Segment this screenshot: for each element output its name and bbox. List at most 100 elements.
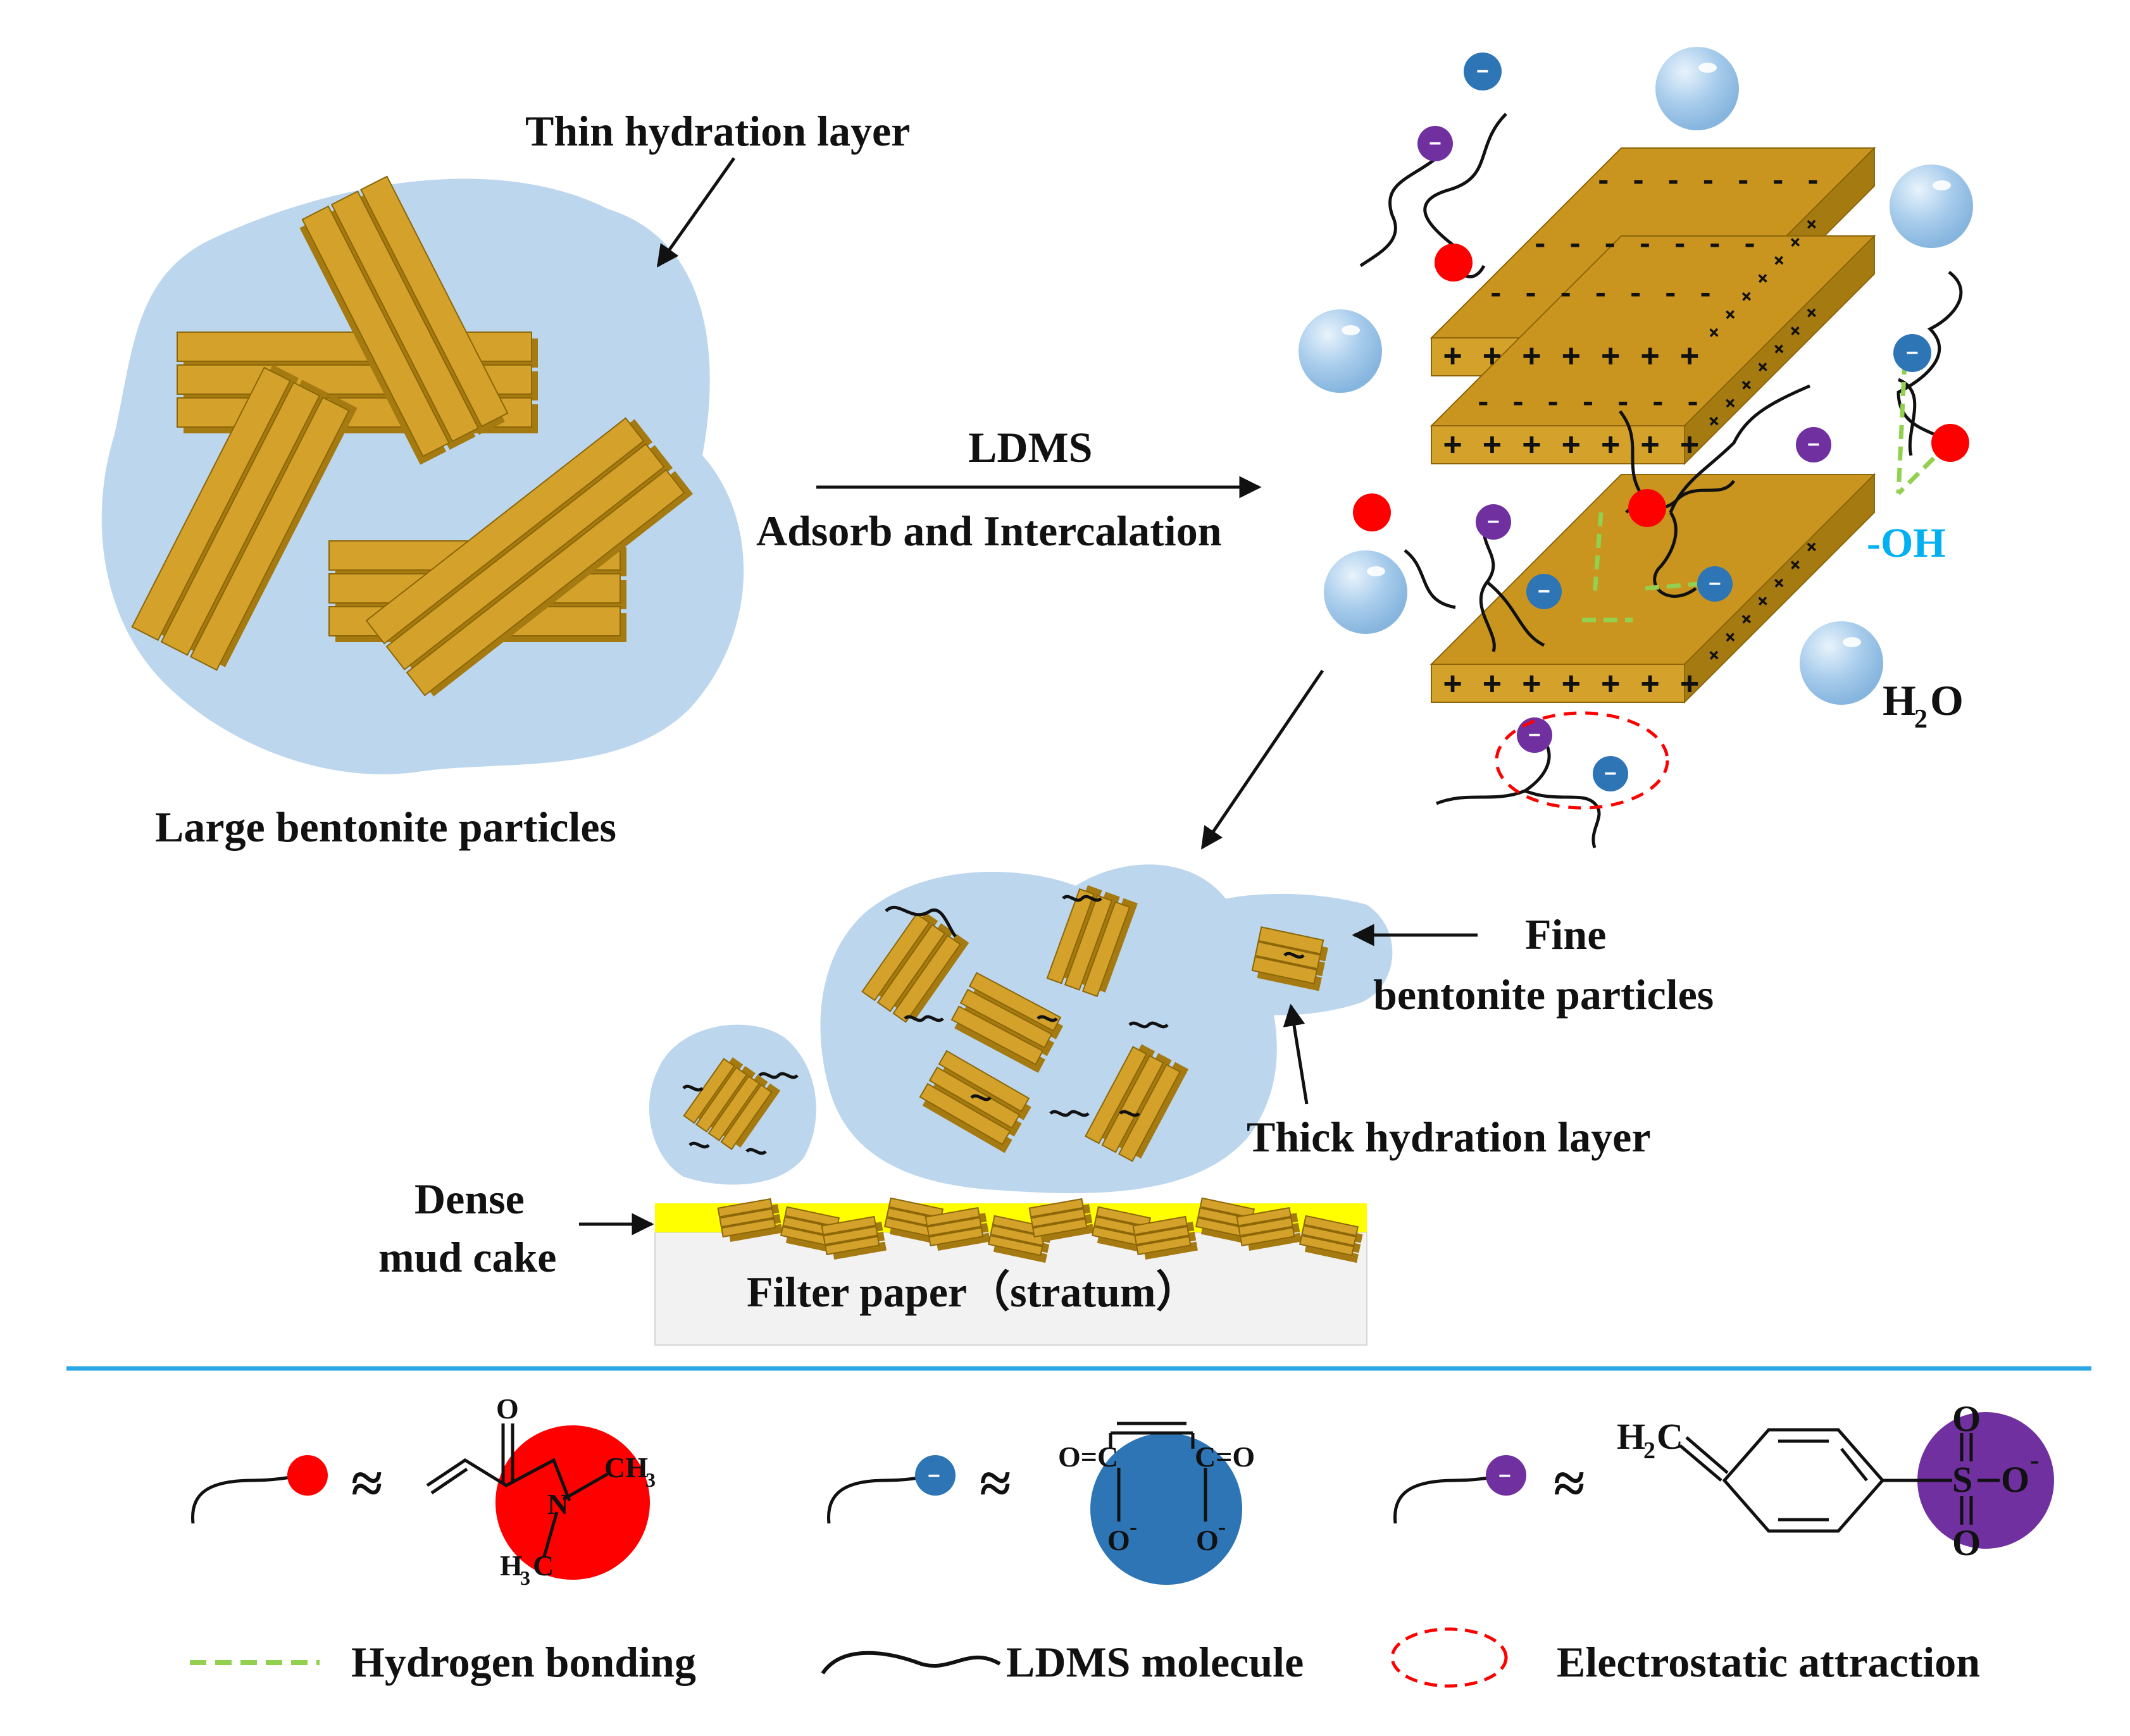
acryl-backbone xyxy=(426,1458,571,1501)
amide-group-red xyxy=(1628,489,1666,527)
svg-text:-: - xyxy=(2030,1444,2040,1475)
svg-text:H: H xyxy=(500,1549,523,1582)
fine-bentonite-stack xyxy=(861,912,969,1023)
svg-text:H: H xyxy=(1883,676,1916,724)
intercalation-scene: −−−−−−−−− -OH H 2 O xyxy=(1299,47,1973,848)
mud-cake-particle xyxy=(717,1198,783,1243)
svg-text:O: O xyxy=(1107,1524,1130,1556)
svg-text:−: − xyxy=(1807,433,1820,457)
svg-text:-: - xyxy=(1130,1514,1137,1539)
sulfonate-ion-purple: − xyxy=(1796,427,1831,462)
ldms-chain xyxy=(745,1148,767,1155)
svg-text:- - - - - - -: - - - - - - - xyxy=(1474,387,1702,420)
water-molecule xyxy=(1655,47,1739,130)
mud-cake-particle xyxy=(1299,1215,1363,1263)
water-molecule xyxy=(1890,164,1973,248)
svg-text:+ + + + + + +: + + + + + + + xyxy=(1443,428,1700,466)
oh-label: -OH xyxy=(1867,520,1946,566)
svg-text:−: − xyxy=(1906,341,1919,365)
legend-purple-group: − ≈ H 2 C S O O O - xyxy=(1393,1398,2054,1563)
ldms-molecule-key xyxy=(821,1651,1001,1675)
ldms-chain xyxy=(970,1094,992,1101)
mud-cake-particle xyxy=(1132,1215,1198,1260)
benzene-ring xyxy=(1722,1428,1885,1533)
dimethylamide-highlight xyxy=(495,1425,650,1580)
svg-text:3: 3 xyxy=(520,1566,530,1589)
fine-bentonite-stack xyxy=(950,972,1064,1073)
water-molecule xyxy=(1324,550,1407,634)
amide-group-red xyxy=(1353,493,1391,531)
filter-paper-label: Filter paper（stratum） xyxy=(747,1268,1199,1316)
bentonite-stack-crossing xyxy=(365,417,694,697)
electrostatic-key xyxy=(1390,1627,1508,1688)
ldms-chain xyxy=(1128,1021,1169,1029)
ldms-chain xyxy=(688,1141,710,1149)
svg-text:CH: CH xyxy=(604,1451,648,1484)
svg-text:−: − xyxy=(928,1464,940,1488)
ldms-chain xyxy=(1486,581,1545,647)
ldms-chain xyxy=(1423,113,1507,248)
ldms-label: LDMS xyxy=(968,423,1092,471)
thick-layer-label: Thick hydration layer xyxy=(1247,1113,1651,1161)
mud-cake-particle xyxy=(1028,1198,1094,1243)
hydrogen-bond xyxy=(1896,360,1907,494)
ldms-chain xyxy=(1524,789,1601,848)
large-bentonite-cluster xyxy=(101,175,744,774)
legend-red-group: ≈ O N CH 3 H 3 C xyxy=(190,1392,656,1589)
svg-text:+ + + + + + +: + + + + + + + xyxy=(1443,667,1700,705)
svg-text:−: − xyxy=(1487,510,1500,534)
fine-bentonite-stack xyxy=(683,1057,781,1150)
svg-text:O: O xyxy=(1930,676,1964,724)
approx-sign-3: ≈ xyxy=(1554,1453,1585,1515)
svg-text:O: O xyxy=(1952,1398,1981,1439)
ldms-chain xyxy=(1119,1110,1140,1117)
svg-text:S: S xyxy=(1952,1459,1972,1500)
svg-text:O=C: O=C xyxy=(1058,1441,1118,1473)
sulfonate-ion-purple: − xyxy=(1476,504,1511,540)
large-particles-label: Large bentonite particles xyxy=(155,803,616,851)
mud-cake-particle xyxy=(987,1215,1052,1263)
fine-bentonite-stack xyxy=(1046,885,1138,998)
ldms-chain xyxy=(1896,271,1963,444)
sulfonate-ion-blue: − xyxy=(1464,53,1502,90)
mud-cake-particle xyxy=(821,1215,887,1260)
red-group-icon xyxy=(287,1455,328,1496)
thick-pointer xyxy=(1283,1003,1309,1105)
thin-hydration-layer-label: Thin hydration layer xyxy=(525,107,910,155)
carboxylate-ion-purple: − xyxy=(1417,126,1453,161)
hydrogen-bonding-label: Hydrogen bonding xyxy=(351,1638,696,1686)
svg-text:N: N xyxy=(547,1488,568,1520)
bentonite-layer-2 xyxy=(1429,234,1876,466)
svg-text:−: − xyxy=(1538,580,1550,604)
ldms-chain xyxy=(1359,144,1450,268)
ldms-chain xyxy=(1653,511,1697,598)
filter-setup xyxy=(654,1197,1367,1346)
svg-text:2: 2 xyxy=(1643,1437,1655,1464)
svg-text:H: H xyxy=(1617,1416,1645,1457)
electrostatic-attraction-label: Electrostatic attraction xyxy=(1557,1638,1980,1686)
carboxylate-ion-blue: − xyxy=(1893,334,1931,372)
ldms-chain xyxy=(1436,739,1551,805)
ldms-chain xyxy=(1062,895,1102,902)
svg-text:C: C xyxy=(533,1549,554,1582)
svg-text:- - - - - - -: - - - - - - - xyxy=(1595,166,1822,199)
fine-bentonite-stack xyxy=(919,1050,1031,1153)
legend-blue-group: − ≈ O=C C=O O - O - xyxy=(826,1422,1255,1585)
bentonite-stack-diagonal-a xyxy=(299,175,509,465)
approx-sign-2: ≈ xyxy=(980,1453,1011,1515)
ldms-chain xyxy=(1897,378,1917,456)
svg-text:+ + + + + + +: + + + + + + + xyxy=(1443,340,1700,377)
svg-text:C=O: C=O xyxy=(1195,1441,1255,1473)
h2o-label: H 2 O xyxy=(1883,676,1964,734)
ldms-chain xyxy=(1049,1110,1090,1117)
svg-text:3: 3 xyxy=(645,1468,656,1491)
carboxylate-ion-blue: − xyxy=(1593,756,1628,791)
water-molecule xyxy=(1299,309,1382,393)
ldms-chain xyxy=(885,905,957,938)
carboxylate-ion-blue: − xyxy=(1526,574,1562,609)
purple-group-icon xyxy=(1486,1455,1526,1496)
svg-text:2: 2 xyxy=(1914,705,1928,734)
ldms-chain xyxy=(1283,952,1305,959)
fine-bentonite-stack xyxy=(1251,926,1328,991)
